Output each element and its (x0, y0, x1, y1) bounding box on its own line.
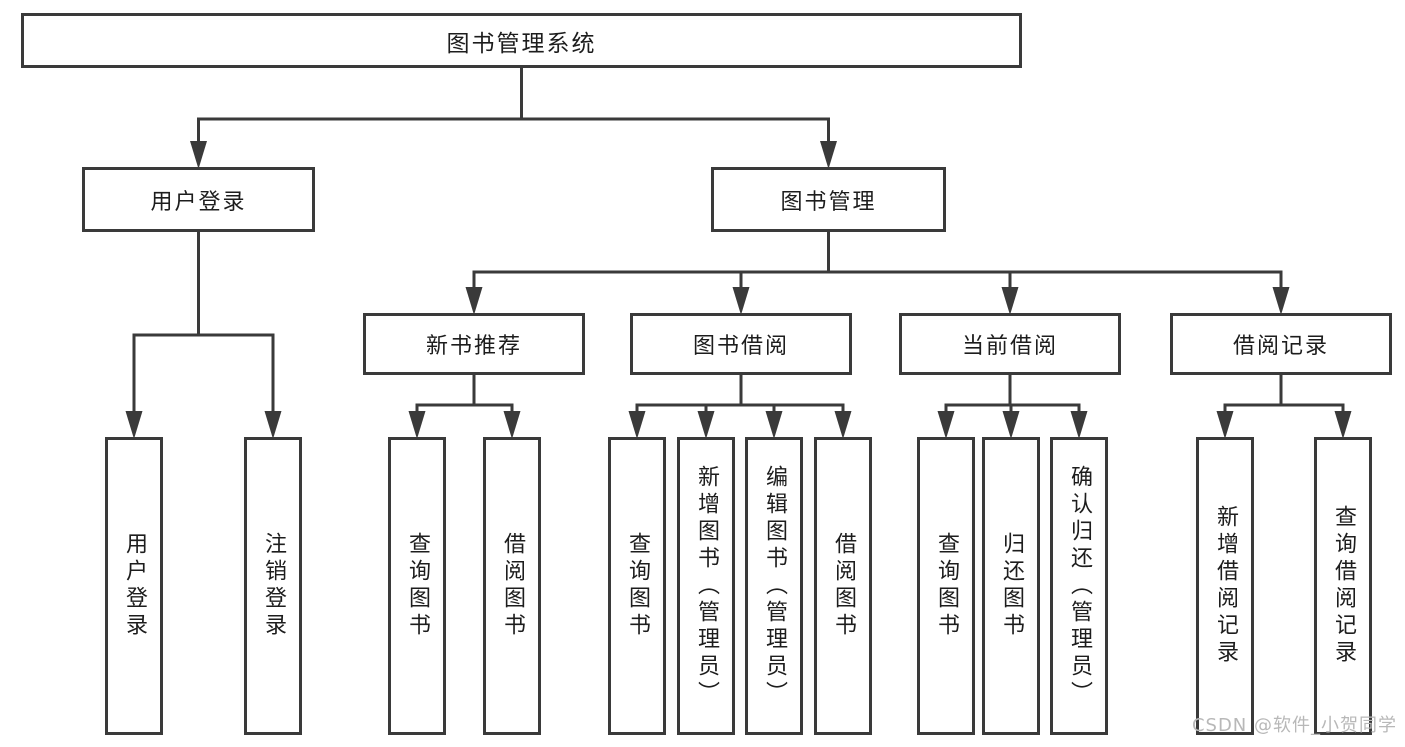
node-label: 归还图书 (999, 532, 1024, 640)
node-leaf-query-books: 查询图书 (388, 437, 446, 735)
node-leaf-query-borrow-record: 查询借阅记录 (1314, 437, 1372, 735)
node-label: 图书管理 (780, 189, 877, 215)
node-new-book-recommendation: 新书推荐 (363, 313, 585, 375)
node-label: 借阅图书 (831, 532, 856, 640)
node-label: 新书推荐 (425, 334, 522, 359)
node-leaf-logout: 注销登录 (244, 437, 302, 735)
node-leaf-add-book-admin: 新增图书（管理员） (677, 437, 735, 735)
node-label: 当前借阅 (961, 334, 1058, 359)
node-label: 图书管理系统 (446, 30, 597, 57)
node-label: 查询图书 (625, 532, 650, 640)
node-label: 查询图书 (934, 532, 959, 640)
node-label: 借阅记录 (1232, 334, 1329, 359)
node-user-login: 用户登录 (82, 167, 315, 232)
node-borrow-records: 借阅记录 (1170, 313, 1392, 375)
node-label: 用户登录 (150, 189, 247, 215)
csdn-watermark: CSDN @软件_小贺同学 (1191, 715, 1397, 736)
node-leaf-borrow-books: 借阅图书 (814, 437, 872, 735)
node-label: 新增图书（管理员） (694, 464, 719, 708)
node-leaf-return-book: 归还图书 (982, 437, 1040, 735)
node-label: 图书借阅 (692, 334, 789, 359)
node-leaf-add-borrow-record: 新增借阅记录 (1196, 437, 1254, 735)
node-label: 用户登录 (122, 532, 147, 640)
node-label: 编辑图书（管理员） (762, 464, 787, 708)
node-label: 查询借阅记录 (1331, 505, 1356, 667)
node-library-management-system: 图书管理系统 (21, 13, 1022, 68)
node-leaf-query-books: 查询图书 (917, 437, 975, 735)
node-leaf-borrow-books: 借阅图书 (483, 437, 541, 735)
node-leaf-edit-book-admin: 编辑图书（管理员） (745, 437, 803, 735)
node-book-borrowing: 图书借阅 (630, 313, 852, 375)
node-label: 借阅图书 (500, 532, 525, 640)
node-label: 查询图书 (405, 532, 430, 640)
node-book-management: 图书管理 (711, 167, 946, 232)
node-leaf-user-login: 用户登录 (105, 437, 163, 735)
node-leaf-query-books: 查询图书 (608, 437, 666, 735)
node-label: 确认归还（管理员） (1067, 464, 1092, 708)
node-label: 新增借阅记录 (1213, 505, 1238, 667)
node-current-borrowing: 当前借阅 (899, 313, 1121, 375)
node-label: 注销登录 (261, 532, 286, 640)
node-leaf-confirm-return-admin: 确认归还（管理员） (1050, 437, 1108, 735)
